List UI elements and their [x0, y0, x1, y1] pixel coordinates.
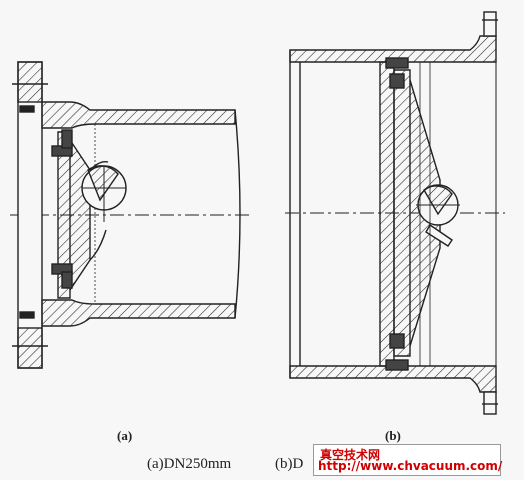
- valve-disk-b: [393, 69, 411, 357]
- drawing-b: [285, 11, 505, 415]
- flange-b: [483, 11, 497, 37]
- panel-b-label: (b): [385, 428, 401, 443]
- drawing-a: [10, 61, 250, 369]
- watermark-title: 真空技术网: [320, 448, 381, 462]
- watermark-box: 真空技术网 http://www.chvacuum.com/: [313, 444, 503, 476]
- body-bottom-wall-a: [41, 299, 236, 327]
- body-bottom-wall-b: [289, 365, 497, 393]
- body-top-wall-a: [41, 101, 236, 129]
- body-top-wall-b: [289, 35, 497, 63]
- caption-a: (a)DN250mm: [147, 456, 232, 472]
- bolt-top-b: [385, 57, 409, 69]
- panel-a-label: (a): [117, 428, 133, 443]
- watermark-url[interactable]: http://www.chvacuum.com/: [318, 459, 503, 473]
- bolt-bottom-b: [385, 359, 409, 371]
- caption-b: (b)D: [275, 456, 304, 472]
